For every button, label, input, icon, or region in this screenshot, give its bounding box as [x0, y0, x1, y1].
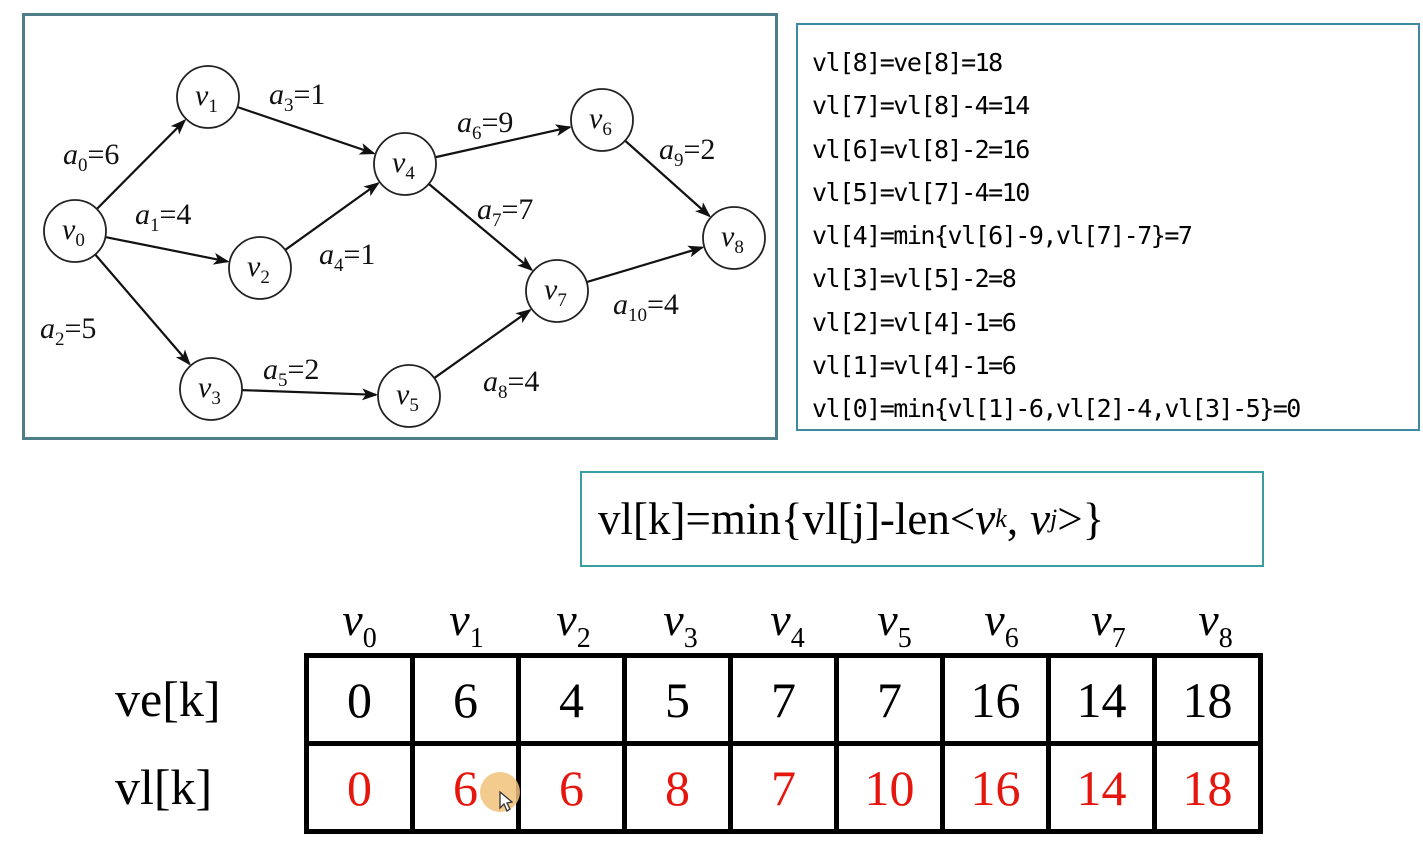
node-v8: v8 — [702, 206, 766, 270]
edge-a5 — [241, 388, 379, 401]
node-v2: v2 — [228, 236, 292, 300]
node-label-v3: v3 — [198, 371, 221, 409]
vl-cell-v2: 6 — [516, 741, 627, 834]
edge-a1 — [105, 236, 230, 265]
calc-line-vl8: vl[8]=ve[8]=18 — [812, 48, 1003, 77]
edge-label-a1: a1=4 — [135, 198, 191, 236]
edge-label-a9: a9=2 — [659, 133, 715, 171]
ve-cell-v4: 7 — [728, 653, 839, 746]
formula-comma: , — [1006, 494, 1019, 544]
node-label-v7: v7 — [544, 273, 567, 311]
formula-var-vj: v — [1030, 494, 1051, 544]
ve-cell-v5: 7 — [834, 653, 945, 746]
formula-sub-k: k — [995, 504, 1007, 533]
edge-a2 — [94, 253, 191, 366]
header-v6: v6 — [984, 594, 1019, 654]
node-label-v8: v8 — [721, 220, 744, 258]
edge-label-a4: a4=1 — [319, 238, 375, 276]
ve-cell-v2: 4 — [516, 653, 627, 746]
vl-cell-v4: 7 — [728, 741, 839, 834]
node-v6: v6 — [570, 88, 634, 152]
node-label-v4: v4 — [392, 146, 415, 184]
vl-cell-v7: 14 — [1046, 741, 1157, 834]
ve-cell-v8: 18 — [1152, 653, 1263, 746]
edge-a0 — [96, 119, 187, 210]
edge-a9 — [624, 139, 711, 218]
table-vertex-headers: v0 v1 v2 v3 v4 v5 v6 v7 v8 — [304, 592, 1270, 654]
edge-a7 — [428, 183, 534, 272]
edge-label-a5: a5=2 — [263, 353, 319, 391]
header-v0: v0 — [342, 594, 377, 654]
node-label-v6: v6 — [589, 102, 612, 140]
calc-line-vl5: vl[5]=vl[7]-4=10 — [812, 177, 1030, 207]
edge-label-a7: a7=7 — [477, 193, 533, 231]
ve-row: 0 6 4 5 7 7 16 14 18 — [304, 653, 1263, 746]
mouse-cursor-icon — [480, 772, 520, 812]
ve-cell-v0: 0 — [304, 653, 415, 746]
calc-line-vl2: vl[2]=vl[4]-1=6 — [812, 307, 1017, 337]
edge-a8 — [433, 308, 532, 379]
calc-line-vl6: vl[6]=vl[8]-2=16 — [812, 134, 1030, 164]
calc-line-vl7: vl[7]=vl[8]-4=14 — [812, 91, 1030, 121]
ve-cell-v3: 5 — [622, 653, 733, 746]
header-v3: v3 — [663, 594, 698, 654]
node-v7: v7 — [525, 259, 589, 323]
vl-cell-v6: 16 — [940, 741, 1051, 834]
header-v4: v4 — [770, 594, 805, 654]
vl-formula-box: vl[k]=min{vl[j]-len< v k , v j >} — [580, 471, 1264, 567]
ve-cell-v1: 6 — [410, 653, 521, 746]
formula-var-vk: v — [975, 494, 996, 544]
aoe-graph-panel: v0 v1 v2 v3 v4 v5 v6 v7 v8 a0=6 a1=4 a2=5 a3=1 a4=1 a… — [22, 13, 778, 440]
event-time-table: 0 6 4 5 7 7 16 14 18 0 6 6 8 7 10 16 14 … — [304, 653, 1263, 834]
header-v2: v2 — [556, 594, 591, 654]
node-v1: v1 — [176, 65, 240, 129]
edge-a10 — [586, 245, 705, 284]
vl-cell-v5: 10 — [834, 741, 945, 834]
ve-cell-v7: 14 — [1046, 653, 1157, 746]
formula-right: >} — [1057, 494, 1105, 544]
edge-label-a6: a6=9 — [457, 106, 513, 144]
header-v1: v1 — [449, 594, 484, 654]
ve-cell-v6: 16 — [940, 653, 1051, 746]
vl-cell-v8: 18 — [1152, 741, 1263, 834]
edge-a4 — [284, 182, 380, 251]
formula-left: vl[k]=min{vl[j]-len< — [598, 494, 976, 544]
header-v7: v7 — [1091, 594, 1126, 654]
edge-label-a10: a10=4 — [613, 288, 679, 326]
node-label-v1: v1 — [195, 79, 218, 117]
node-label-v5: v5 — [396, 378, 419, 416]
edge-a6 — [435, 124, 572, 159]
edge-label-a2: a2=5 — [40, 312, 96, 350]
calc-line-vl1: vl[1]=vl[4]-1=6 — [812, 351, 1017, 381]
aoe-network-diagram: v0 v1 v2 v3 v4 v5 v6 v7 v8 a0=6 a1=4 a2=5 a3=1 a4=1 a… — [40, 65, 766, 428]
edge-label-a0: a0=6 — [63, 138, 119, 176]
header-v5: v5 — [877, 594, 912, 654]
edge-label-a3: a3=1 — [269, 78, 325, 116]
vl-row: 0 6 6 8 7 10 16 14 18 — [304, 741, 1263, 834]
header-v8: v8 — [1198, 594, 1233, 654]
node-v3: v3 — [179, 357, 243, 421]
node-label-v0: v0 — [62, 213, 85, 251]
row-label-ve: ve[k] — [115, 671, 221, 727]
node-v4: v4 — [373, 132, 437, 196]
calc-line-vl4: vl[4]=min{vl[6]-9,vl[7]-7}=7 — [812, 221, 1193, 251]
vl-calculation-panel: vl[8]=ve[8]=18 vl[7]=vl[8]-4=14 vl[6]=vl… — [796, 23, 1420, 431]
formula-sub-j: j — [1050, 504, 1058, 533]
edge-a3 — [236, 105, 376, 155]
node-v0: v0 — [43, 199, 107, 263]
vl-cell-v0: 0 — [304, 741, 415, 834]
edge-label-a8: a8=4 — [483, 365, 539, 403]
node-v5: v5 — [377, 364, 441, 428]
row-label-vl: vl[k] — [115, 759, 213, 815]
node-label-v2: v2 — [247, 250, 270, 288]
calc-line-vl0: vl[0]=min{vl[1]-6,vl[2]-4,vl[3]-5}=0 — [812, 394, 1301, 424]
calc-line-vl3: vl[3]=vl[5]-2=8 — [812, 264, 1017, 294]
vl-cell-v3: 8 — [622, 741, 733, 834]
